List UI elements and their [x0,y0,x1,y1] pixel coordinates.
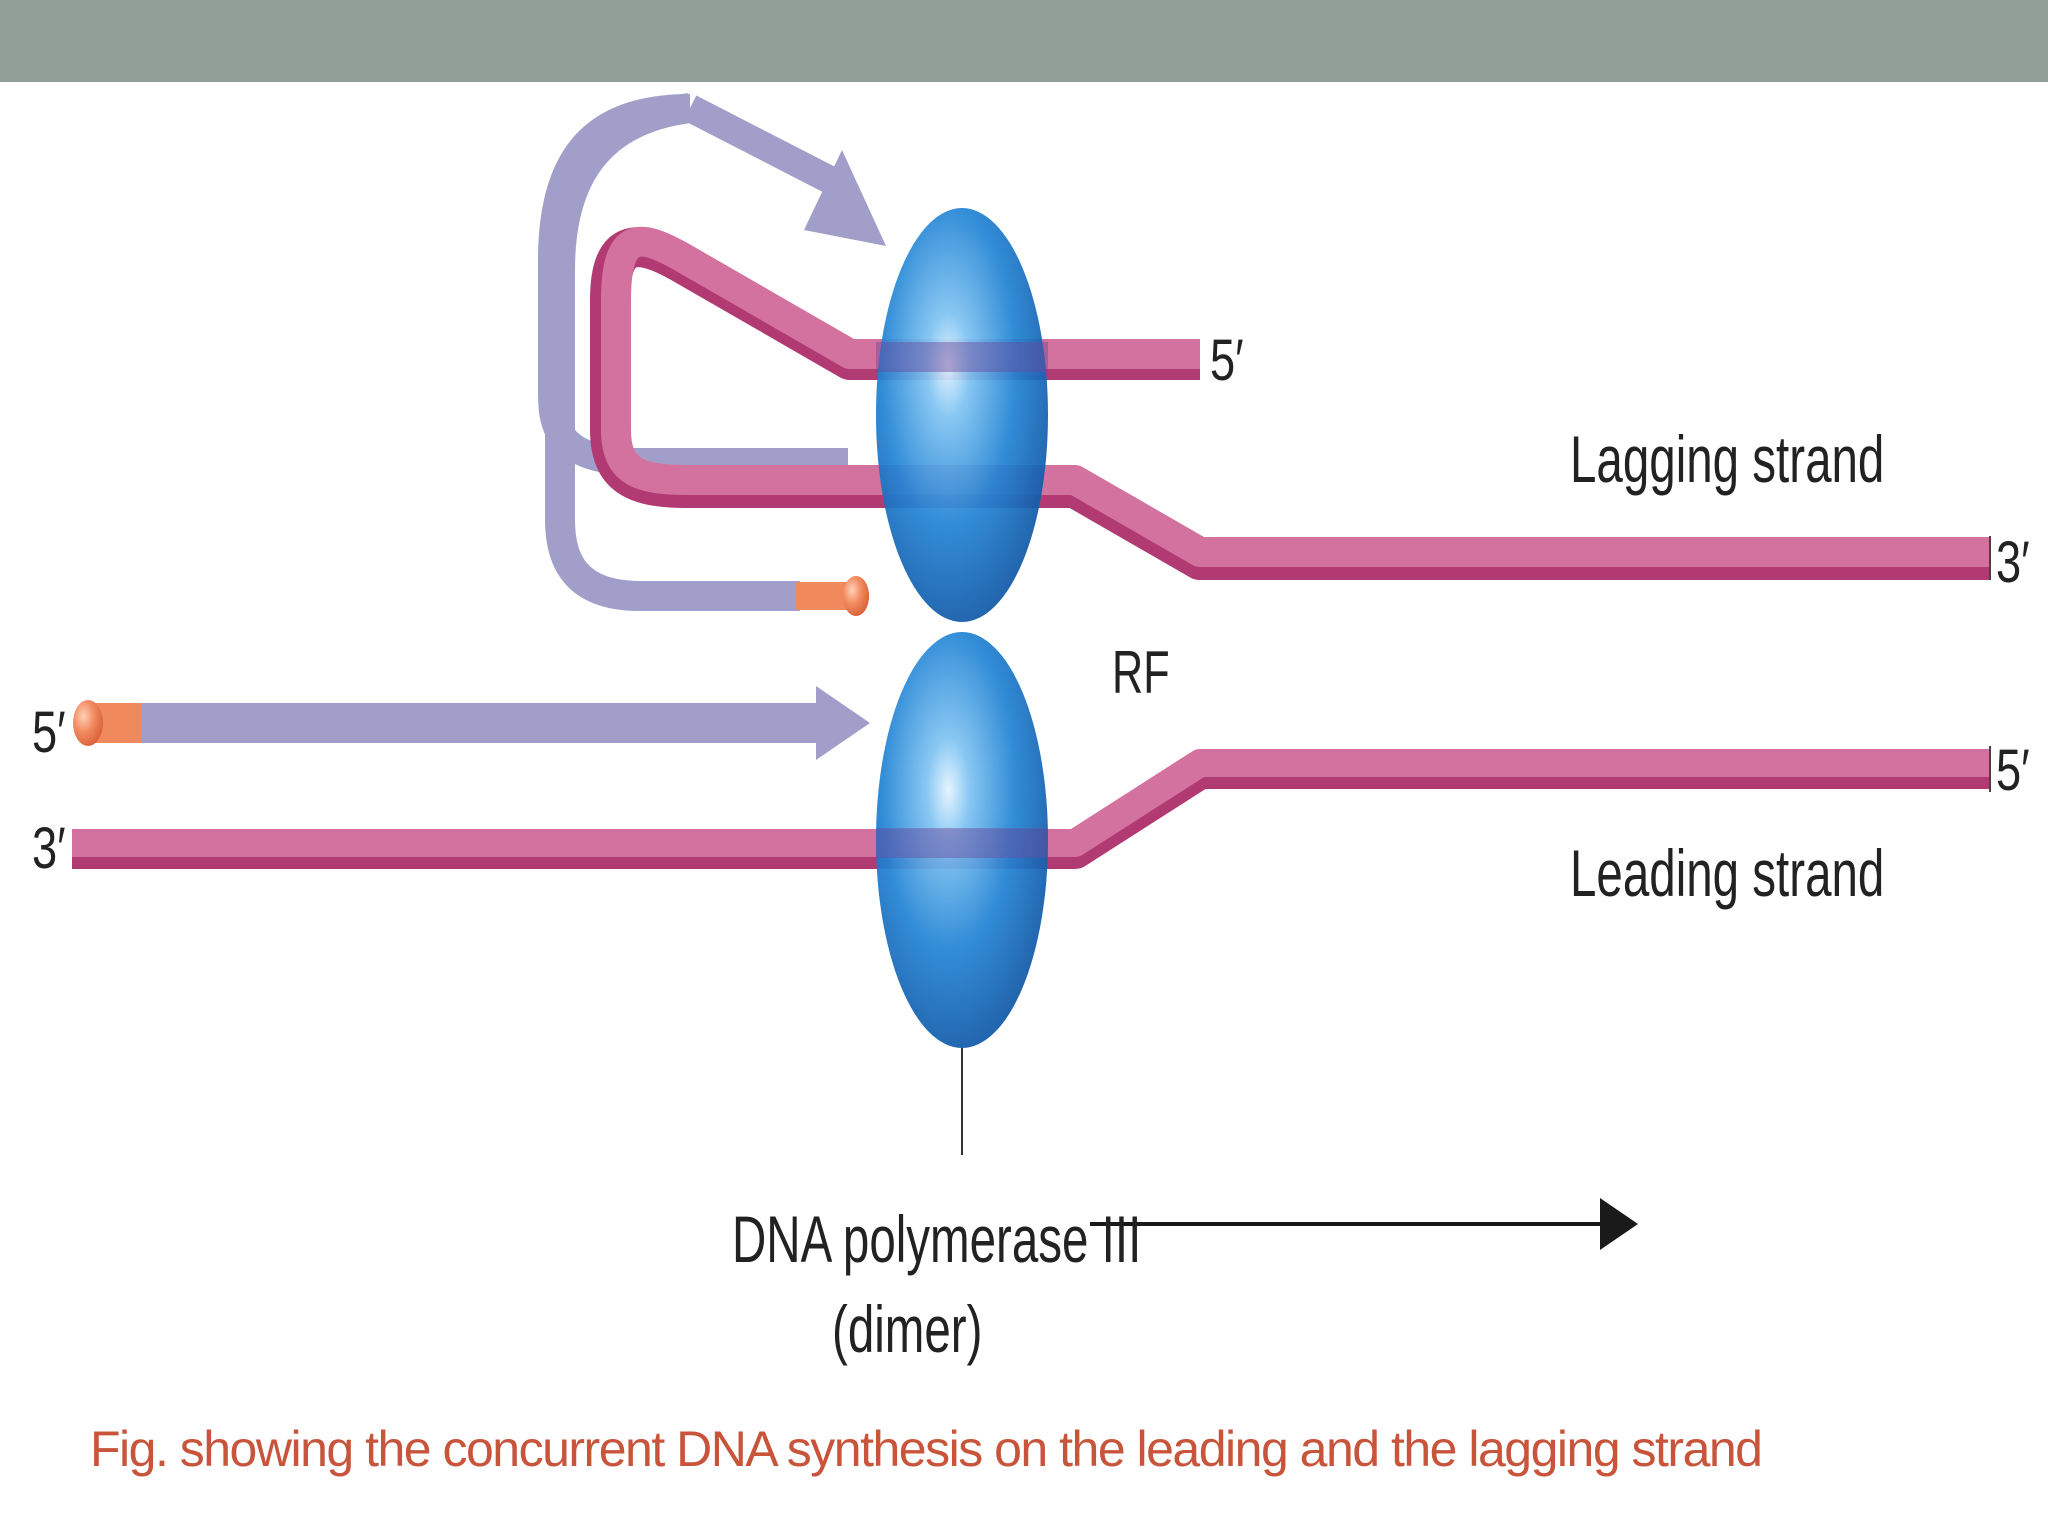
lagging-loop-lower [545,93,869,616]
leading-primer-cap [73,700,103,746]
dna-polymerase-dimer [876,208,1048,1048]
lagging-3prime-label: 3′ [1996,531,2030,596]
leading-strand-label: Leading strand [1570,837,1884,910]
polymerase-label-line2: (dimer) [832,1293,982,1366]
lagging-template-strand [590,226,1990,580]
polymerase-lower-subunit [876,632,1048,1048]
leading-new-strand [73,686,870,760]
direction-arrow [1090,1198,1638,1250]
left-5prime-label: 5′ [32,701,66,766]
lagging-arrowhead [804,150,886,246]
leading-arrowhead [816,686,870,760]
title-bar [0,0,2048,82]
leading-5prime-right-label: 5′ [1996,739,2030,804]
lagging-strand-label: Lagging strand [1570,423,1884,496]
leading-template-strand [72,749,1990,869]
polymerase-upper-subunit [876,208,1048,622]
lagging-5prime-label: 5′ [1210,329,1244,394]
polymerase-label-line1: DNA polymerase III [732,1203,1141,1276]
left-3prime-label: 3′ [32,817,66,882]
figure-caption: Fig. showing the concurrent DNA synthesi… [90,1421,1763,1477]
replication-fork-label: RF [1112,640,1170,707]
